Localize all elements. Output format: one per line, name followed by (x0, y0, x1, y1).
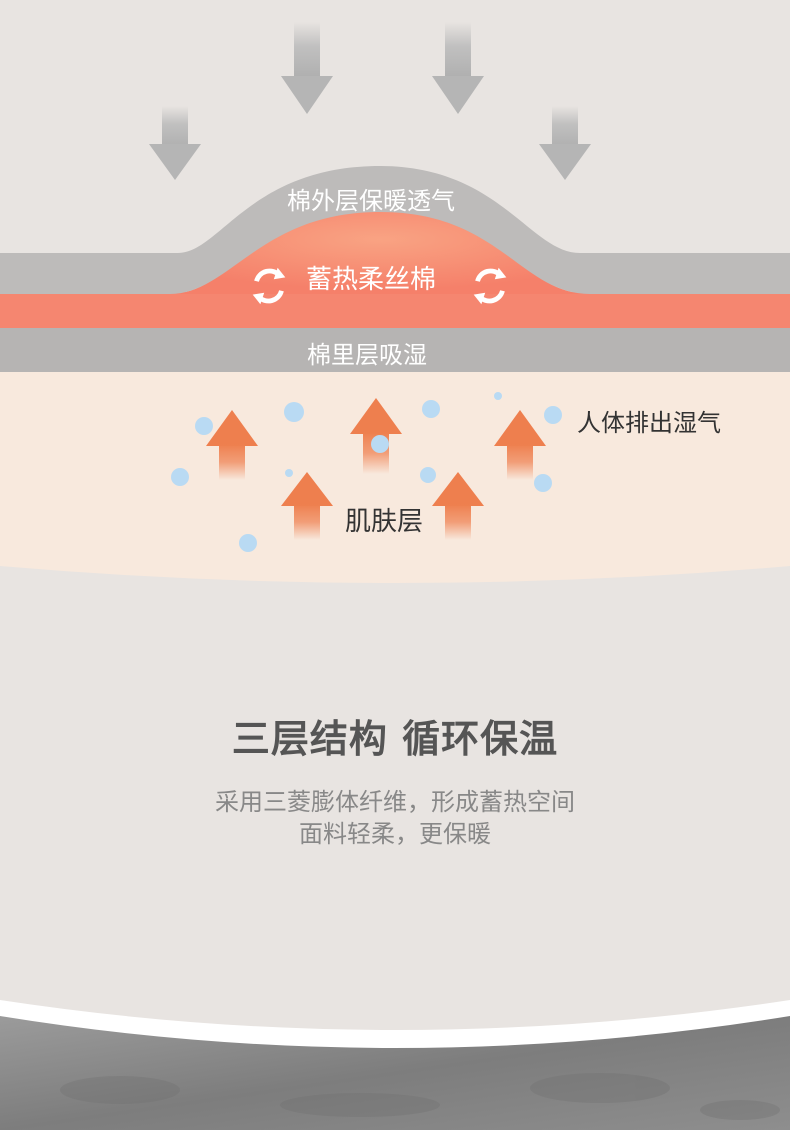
skin-layer-label: 肌肤层 (345, 507, 424, 537)
down-arrow-icon (281, 22, 333, 114)
heat-layer (0, 292, 790, 328)
fabric-texture (0, 1016, 790, 1130)
up-arrow-icon (432, 472, 484, 540)
down-arrow-icon (539, 106, 591, 180)
outer-layer-label: 棉外层保暖透气 (287, 187, 455, 215)
description-line-2: 面料轻柔，更保暖 (299, 820, 491, 848)
description-line-1: 采用三菱膨体纤维，形成蓄热空间 (215, 788, 575, 816)
moisture-label: 人体排出湿气 (577, 409, 721, 437)
moisture-bubble-icon (171, 392, 562, 552)
inner-layer-label: 棉里层吸湿 (307, 341, 427, 369)
middle-layer-label: 蓄热柔丝棉 (306, 265, 437, 295)
down-arrow-icon (432, 22, 484, 114)
page-title: 三层结构 循环保温 (231, 717, 559, 761)
down-arrow-icon (149, 106, 201, 180)
outer-layer (0, 166, 790, 294)
up-arrow-icon (494, 410, 546, 480)
up-arrow-icon (281, 472, 333, 540)
up-arrow-icon (206, 410, 258, 480)
inner-layer (0, 326, 790, 372)
